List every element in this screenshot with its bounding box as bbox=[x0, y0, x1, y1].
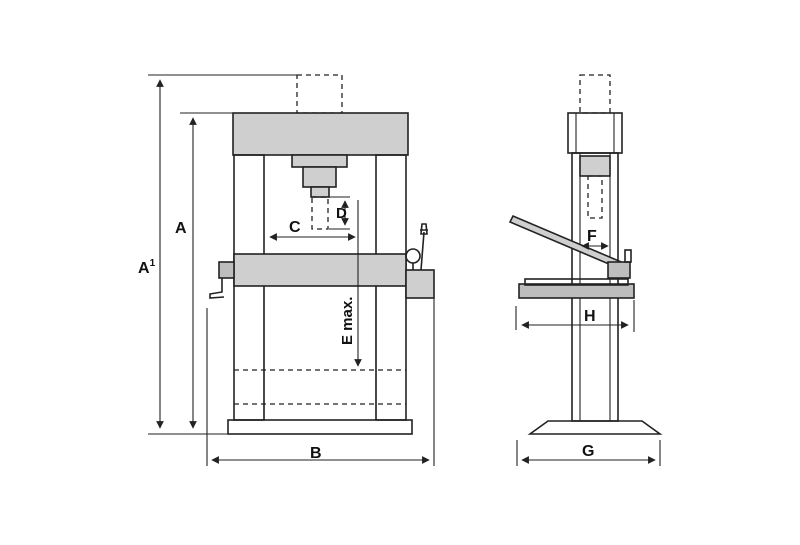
front-base bbox=[227, 419, 413, 435]
side-pump-knob bbox=[624, 249, 632, 263]
side-cylinder-extension-dashed bbox=[579, 74, 611, 114]
label-a1: A1 bbox=[138, 258, 156, 277]
front-view bbox=[209, 74, 435, 435]
ram-body bbox=[302, 166, 337, 188]
ram-stroke-dashed bbox=[311, 196, 329, 230]
side-ram-head bbox=[579, 155, 611, 177]
side-pump-unit bbox=[607, 261, 631, 279]
front-dimensions bbox=[148, 74, 435, 466]
working-table bbox=[233, 253, 407, 287]
label-g: G bbox=[582, 443, 594, 460]
side-table-top bbox=[524, 278, 629, 286]
label-f: F bbox=[587, 228, 597, 245]
pressure-gauge bbox=[405, 248, 421, 264]
right-column bbox=[375, 154, 407, 421]
label-c: C bbox=[289, 219, 301, 236]
label-e-max: E max. bbox=[339, 297, 356, 345]
pump-lever bbox=[420, 223, 428, 271]
left-column bbox=[233, 154, 265, 421]
side-working-table bbox=[518, 283, 635, 299]
label-d: D bbox=[336, 205, 347, 222]
cylinder-extension-dashed bbox=[296, 74, 343, 114]
label-a: A bbox=[175, 220, 187, 237]
winch-box bbox=[218, 261, 235, 279]
ram-head bbox=[291, 154, 348, 168]
label-h: H bbox=[584, 308, 596, 325]
top-crossbeam bbox=[232, 112, 409, 156]
winch-crank bbox=[209, 278, 225, 299]
side-ram-stroke-dashed bbox=[587, 175, 603, 219]
side-view bbox=[508, 74, 663, 435]
pump-unit bbox=[405, 269, 435, 299]
dimension-labels: A1 A B C D E max. F H G bbox=[138, 205, 597, 462]
label-b: B bbox=[310, 445, 322, 462]
side-dimensions bbox=[515, 242, 661, 466]
ram-tip bbox=[310, 186, 330, 198]
side-base bbox=[527, 420, 663, 435]
